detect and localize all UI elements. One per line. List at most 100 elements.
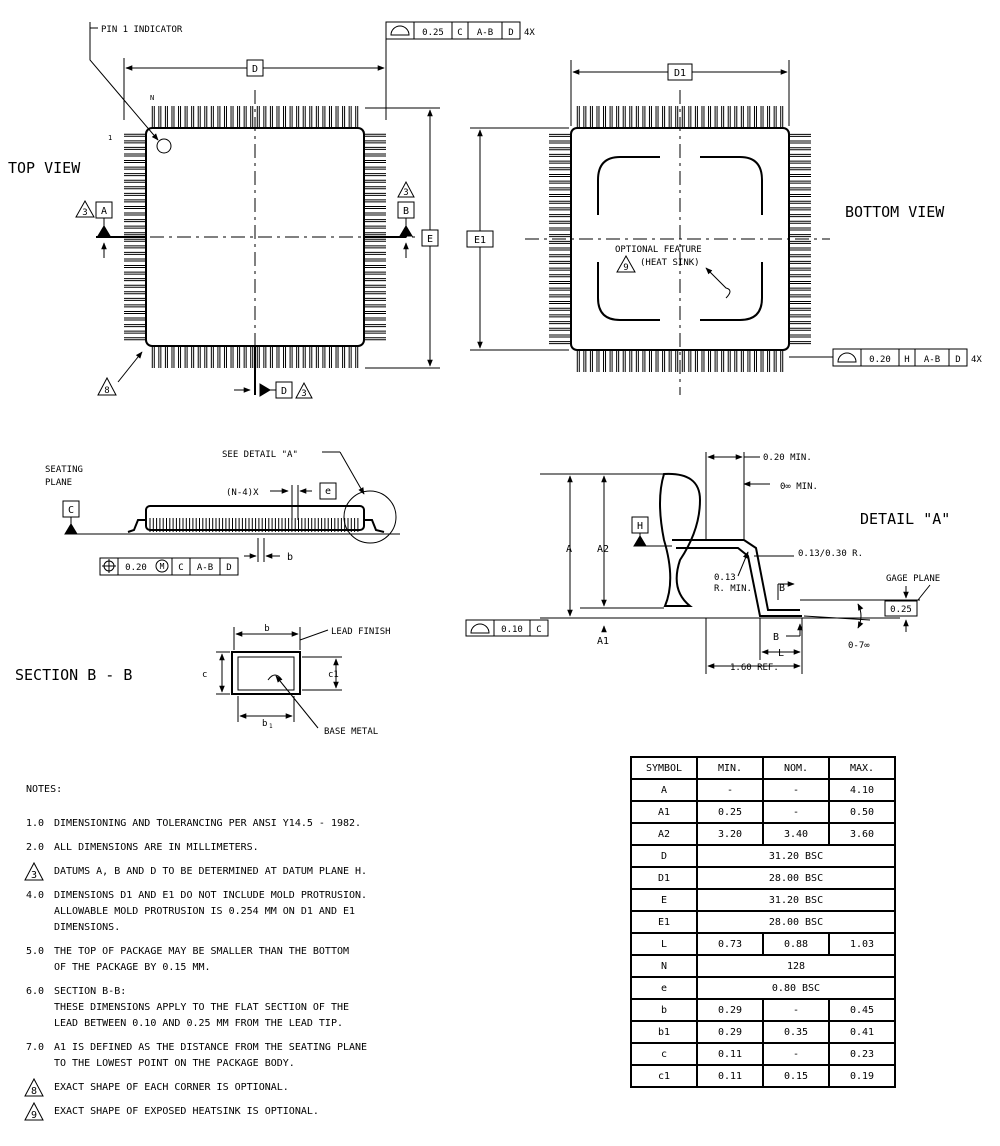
datum-c-label: C: [68, 505, 74, 516]
table-cell-value: 0.73: [696, 932, 764, 956]
fcf-top: 0.25 C A-B D 4X: [385, 21, 535, 40]
note-item: 7.0 A1 IS DEFINED AS THE DISTANCE FROM TH…: [26, 1040, 586, 1072]
note-text: DIMENSIONS D1 AND E1 DO NOT INCLUDE MOLD…: [54, 890, 368, 933]
note-text: ALL DIMENSIONS ARE IN MILLIMETERS.: [54, 842, 259, 853]
datum-a-label: A: [101, 206, 107, 217]
note-text: DATUMS A, B AND D TO BE DETERMINED AT DA…: [54, 866, 368, 877]
fcf-bottom-tol: 0.20: [869, 355, 891, 365]
col-symbol: SYMBOL: [630, 756, 698, 780]
seating-plane-label-1: SEATING: [45, 465, 83, 475]
see-detail-a-label: SEE DETAIL "A": [222, 450, 298, 460]
dim-b1-subscript: 1: [269, 723, 273, 730]
fcf-bottom-h: H: [904, 355, 909, 365]
section-b-bottom-label: B: [773, 632, 779, 643]
note-flag-number: 8: [31, 1086, 37, 1097]
dim-A1-label: A1: [597, 636, 609, 647]
table-cell-symbol: c1: [630, 1064, 698, 1088]
base-metal-label: BASE METAL: [324, 727, 378, 737]
fcf-top-d: D: [508, 28, 513, 38]
note-text: THE TOP OF PACKAGE MAY BE SMALLER THAN T…: [54, 946, 350, 973]
dim-b1-label: b: [262, 719, 267, 729]
flag-triangle-icon: 8: [24, 1077, 44, 1097]
dim-c-label: c: [202, 670, 207, 680]
note-text: DIMENSIONING AND TOLERANCING PER ANSI Y1…: [54, 818, 362, 829]
table-cell-symbol: N: [630, 954, 698, 978]
table-cell-symbol: A1: [630, 800, 698, 824]
note-number: 6.0: [26, 986, 45, 997]
section-b-top-label: B: [779, 583, 785, 594]
fcf-coplanarity: 0.10 C: [465, 619, 549, 637]
datum-d: D 3: [234, 346, 313, 399]
table-cell-value: 0.29: [696, 1020, 764, 1044]
note-flag-number: 9: [31, 1110, 37, 1121]
seating-plane-label-2: PLANE: [45, 478, 72, 488]
fcf-pos-m: M: [160, 562, 165, 571]
table-cell-value: 0.45: [828, 998, 896, 1022]
top-view: D E 0.25 C A-B D 4X PIN 1 INDICATOR N 1 …: [8, 21, 535, 399]
fcf-top-tol: 0.25: [422, 28, 444, 38]
fcf-top-c: C: [457, 28, 462, 38]
pin1-indicator-label: PIN 1 INDICATOR: [101, 25, 183, 35]
table-cell-value: 28.00 BSC: [696, 866, 896, 890]
bottom-view-title: BOTTOM VIEW: [845, 203, 945, 221]
flag-8-top-view: 8: [97, 351, 143, 396]
table-cell-symbol: D1: [630, 866, 698, 890]
table-cell-value: 3.20: [696, 822, 764, 846]
table-cell-symbol: E: [630, 888, 698, 912]
pin-1-label: 1: [108, 134, 112, 142]
dim-A2-label: A2: [597, 544, 609, 555]
top-view-leads: [124, 106, 386, 368]
note-number: 1.0: [26, 818, 45, 829]
side-view-body: [145, 505, 365, 531]
table-header-row: SYMBOL MIN. NOM. MAX.: [630, 756, 896, 780]
optional-feature-label: OPTIONAL FEATURE: [615, 245, 702, 255]
r-013-a-label: 0.13: [714, 573, 736, 583]
table-cell-value: 0.35: [762, 1020, 830, 1044]
table-cell-value: 0.23: [828, 1042, 896, 1066]
note-number: 5.0: [26, 946, 45, 957]
pin1-dot: [156, 138, 172, 154]
col-nom: NOM.: [762, 756, 830, 780]
table-cell-value: 4.10: [828, 778, 896, 802]
table-cell-value: 28.00 BSC: [696, 910, 896, 934]
table-cell-value: 0.11: [696, 1042, 764, 1066]
dim-D-label: D: [252, 64, 258, 75]
note-text: SECTION B-B: THESE DIMENSIONS APPLY TO T…: [54, 986, 350, 1029]
zero-min-label: 0∞ MIN.: [780, 482, 818, 492]
table-cell-value: 1.03: [828, 932, 896, 956]
col-min: MIN.: [696, 756, 764, 780]
note-flag-number: 3: [31, 870, 37, 881]
note-item: 1.0 DIMENSIONING AND TOLERANCING PER ANSI…: [26, 816, 586, 832]
table-cell-symbol: c: [630, 1042, 698, 1066]
table-cell-value: 0.88: [762, 932, 830, 956]
min-020-label: 0.20 MIN.: [763, 453, 812, 463]
fcf-bottom-4x: 4X: [971, 355, 982, 365]
notes-list: 1.0 DIMENSIONING AND TOLERANCING PER ANSI…: [24, 816, 586, 1121]
table-cell-value: 0.50: [828, 800, 896, 824]
table-cell-value: 3.60: [828, 822, 896, 846]
fcf-pos-tol: 0.20: [125, 563, 147, 573]
fcf-top-ab: A-B: [477, 28, 493, 38]
note-item: 3 DATUMS A, B AND D TO BE DETERMINED AT D…: [24, 861, 586, 881]
note-text: A1 IS DEFINED AS THE DISTANCE FROM THE S…: [54, 1042, 368, 1069]
datum-a: 3 A: [75, 199, 146, 258]
note-number: 7.0: [26, 1042, 45, 1053]
table-cell-value: 0.15: [762, 1064, 830, 1088]
table-cell-value: 0.25: [696, 800, 764, 824]
fcf-cop-tol: 0.10: [501, 625, 523, 635]
table-cell-symbol: D: [630, 844, 698, 868]
table-cell-symbol: L: [630, 932, 698, 956]
gage-plane-label: GAGE PLANE: [886, 574, 940, 584]
table-cell-value: 3.40: [762, 822, 830, 846]
dim-A-label: A: [566, 544, 572, 555]
